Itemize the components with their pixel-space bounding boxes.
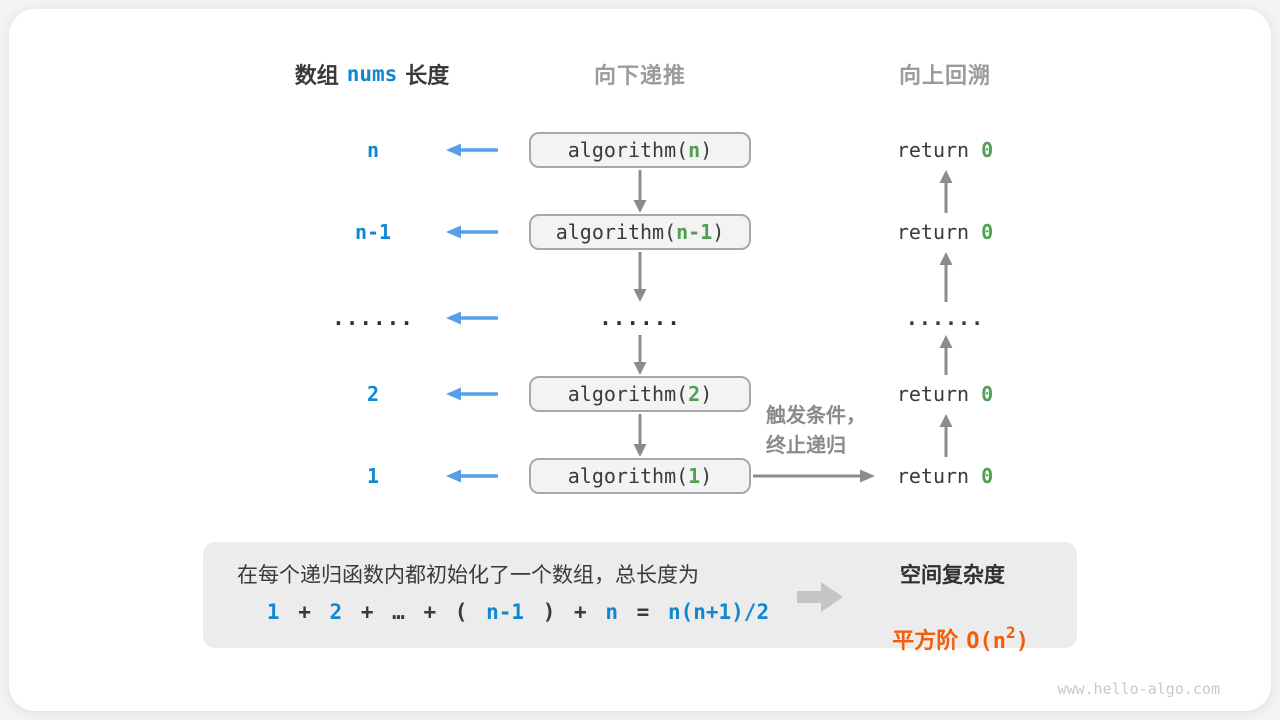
- call-text: ): [700, 138, 713, 162]
- header-recurse-down: 向下递推: [593, 63, 686, 88]
- up-arrow-icon: [939, 335, 953, 375]
- down-arrow-icon: [633, 335, 647, 375]
- result-label: 平方阶: [892, 628, 959, 653]
- up-arrow-icon: [939, 252, 953, 302]
- return-keyword: return: [896, 138, 970, 162]
- down-arrow-icon: [633, 170, 647, 213]
- return-keyword: return: [896, 464, 970, 488]
- base-case-note-line1: 触发条件，: [766, 405, 866, 427]
- length-label-dots: ......: [332, 306, 414, 330]
- down-arrow-icon: [633, 414, 647, 457]
- call-box-algorithm-n: algorithm(n): [529, 132, 751, 168]
- call-text: algorithm(: [567, 138, 689, 162]
- header-backtrack-up: 向上回溯: [898, 63, 991, 88]
- summary-panel: [203, 542, 1077, 648]
- watermark: www.hello-algo.com: [1057, 680, 1220, 698]
- return-value: 0: [981, 138, 994, 162]
- header-array-prefix: 数组: [294, 63, 339, 88]
- header-array-length: 数组 nums 长度: [272, 58, 472, 90]
- call-text: ): [712, 220, 725, 244]
- right-arrow-icon: [753, 469, 875, 483]
- return-statement: return 0: [870, 135, 1020, 165]
- call-text: algorithm(: [555, 220, 677, 244]
- big-o-exponent: 2: [1006, 622, 1016, 642]
- return-statement: return 0: [870, 379, 1020, 409]
- length-label-n: n: [366, 138, 380, 162]
- call-text: algorithm(: [567, 464, 689, 488]
- up-arrow-icon: [939, 414, 953, 457]
- return-dots: ......: [905, 306, 985, 330]
- call-arg: n-1: [676, 220, 713, 244]
- return-keyword: return: [896, 382, 970, 406]
- left-arrow-icon: [446, 469, 498, 483]
- call-text: ): [700, 464, 713, 488]
- base-case-note-line2: 终止递归: [766, 435, 846, 457]
- call-arg: 2: [688, 382, 701, 406]
- call-dots: ......: [599, 306, 681, 330]
- return-value: 0: [981, 382, 994, 406]
- call-box-algorithm-1: algorithm(1): [529, 458, 751, 494]
- length-label-2: 2: [366, 382, 380, 406]
- summary-formula: 1 + 2 + … + ( n-1 ) + n = n(n+1)/2: [266, 600, 770, 624]
- return-statement: return 0: [870, 461, 1020, 491]
- length-label-n-1: n-1: [354, 220, 392, 244]
- left-arrow-icon: [446, 225, 498, 239]
- down-arrow-icon: [633, 252, 647, 302]
- return-statement: return 0: [870, 217, 1020, 247]
- call-box-algorithm-2: algorithm(2): [529, 376, 751, 412]
- header-array-suffix: 长度: [405, 63, 450, 88]
- call-arg: n: [688, 138, 701, 162]
- left-arrow-icon: [446, 387, 498, 401]
- space-complexity-title: 空间复杂度: [900, 564, 1005, 587]
- space-complexity-value: 平方阶 O(n2): [852, 597, 1057, 655]
- chunky-right-arrow-icon: [797, 582, 843, 612]
- left-arrow-icon: [446, 143, 498, 157]
- big-o-head: O(n: [966, 629, 1007, 654]
- big-o-tail: ): [1015, 629, 1029, 654]
- header-nums-code: nums: [346, 62, 398, 86]
- call-box-algorithm-n-1: algorithm(n-1): [529, 214, 751, 250]
- call-text: algorithm(: [567, 382, 689, 406]
- call-text: ): [700, 382, 713, 406]
- return-keyword: return: [896, 220, 970, 244]
- left-arrow-icon: [446, 311, 498, 325]
- call-arg: 1: [688, 464, 701, 488]
- big-o-notation: O(n2): [966, 623, 1029, 654]
- return-value: 0: [981, 220, 994, 244]
- base-case-note: 触发条件， 终止递归: [766, 401, 898, 461]
- summary-description: 在每个递归函数内都初始化了一个数组，总长度为: [237, 564, 699, 587]
- length-label-1: 1: [366, 464, 380, 488]
- up-arrow-icon: [939, 170, 953, 213]
- return-value: 0: [981, 464, 994, 488]
